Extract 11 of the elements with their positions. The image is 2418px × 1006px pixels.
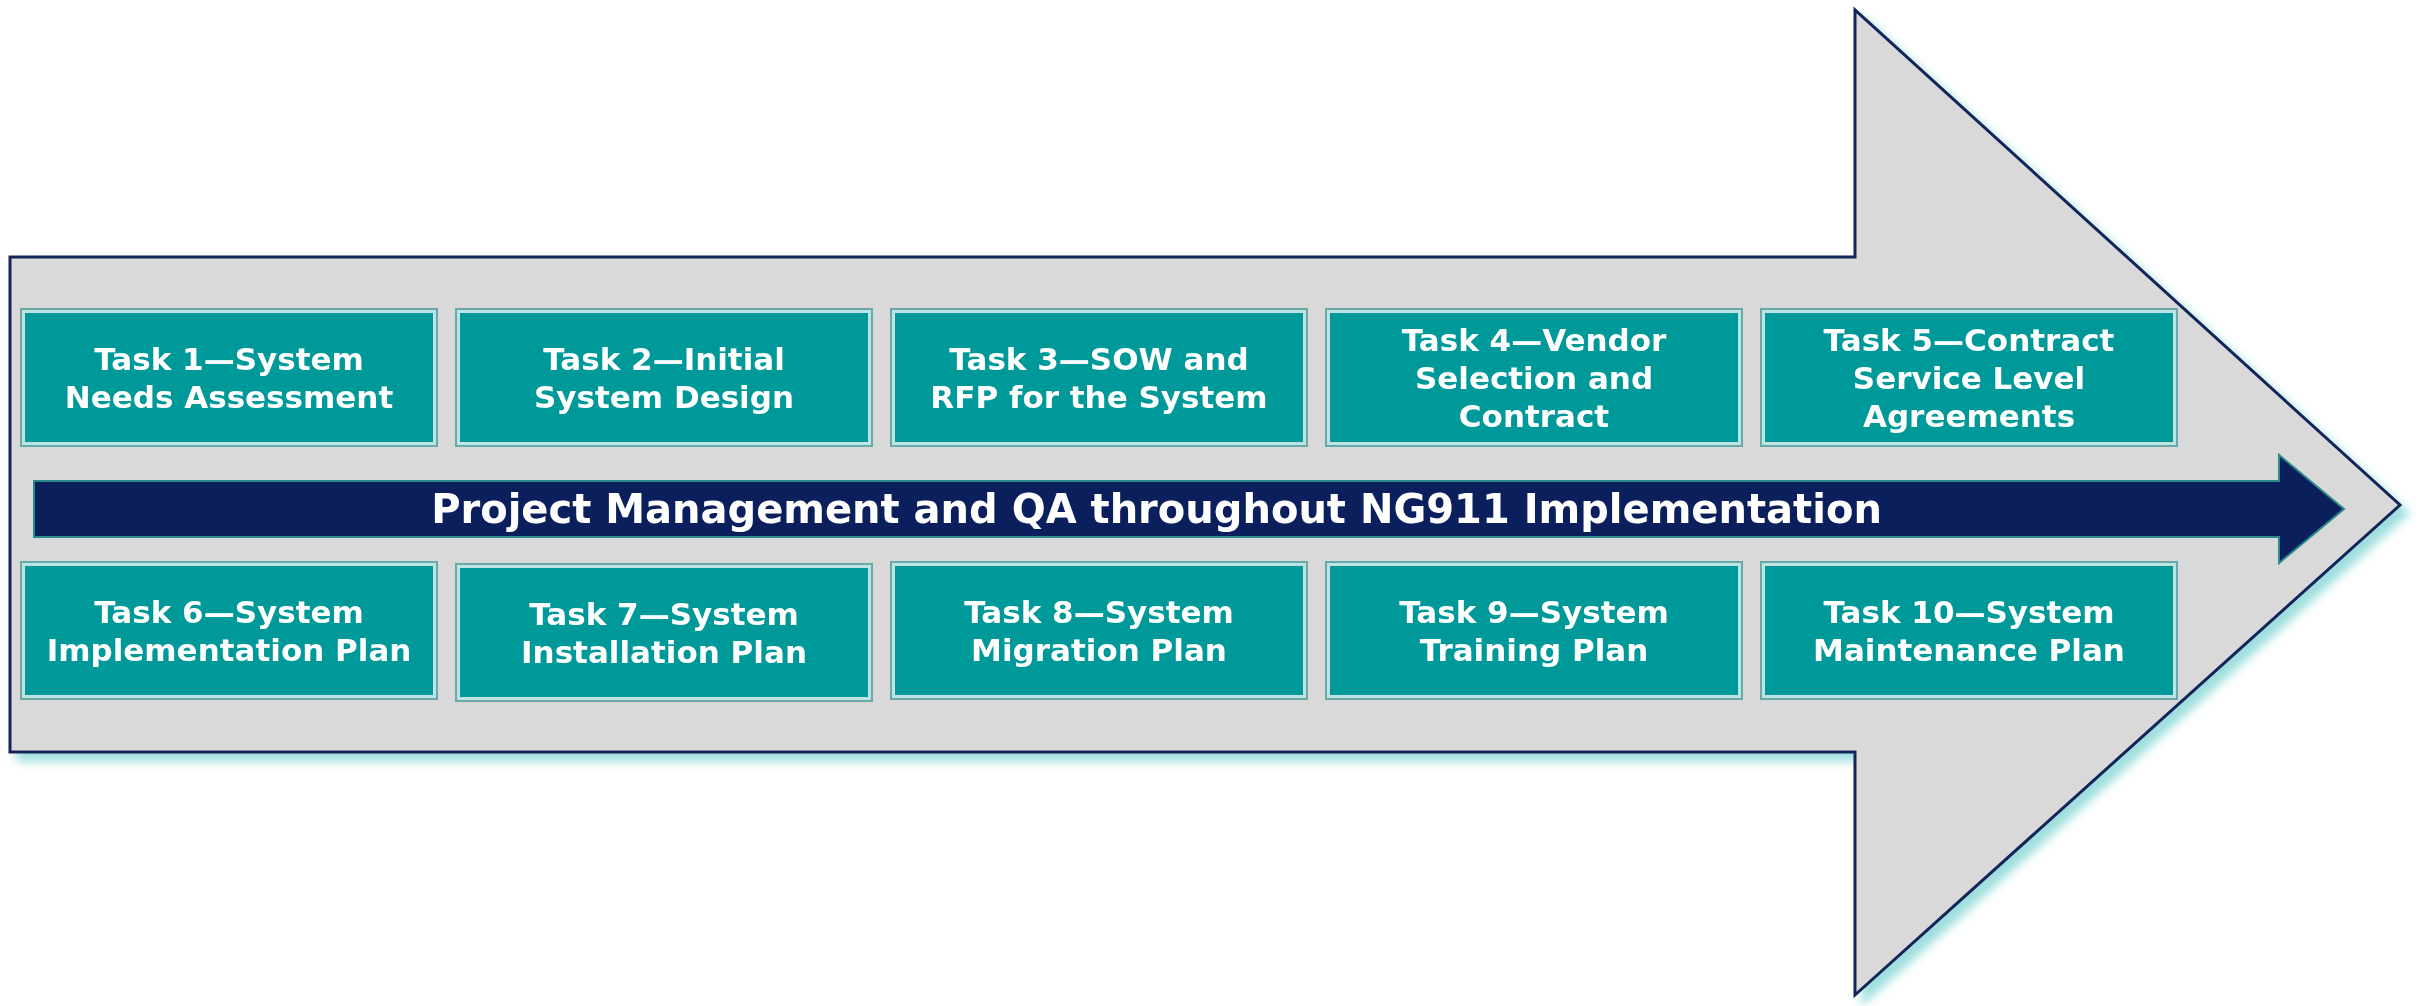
task-box: Task 9—System Training Plan [1327, 563, 1741, 698]
task-box: Task 5—Contract Service Level Agreements [1762, 310, 2176, 445]
task-box: Task 3—SOW and RFP for the System [892, 310, 1306, 445]
task-box: Task 4—Vendor Selection and Contract [1327, 310, 1741, 445]
task-box: Task 6—System Implementation Plan [22, 563, 436, 698]
task-box: Task 8—System Migration Plan [892, 563, 1306, 698]
task-box: Task 10—System Maintenance Plan [1762, 563, 2176, 698]
task-box: Task 2—Initial System Design [457, 310, 871, 445]
task-box: Task 7—System Installation Plan [457, 565, 871, 700]
task-box: Task 1—System Needs Assessment [22, 310, 436, 445]
banner-text: Project Management and QA throughout NG911 Implementation [430, 485, 1883, 534]
